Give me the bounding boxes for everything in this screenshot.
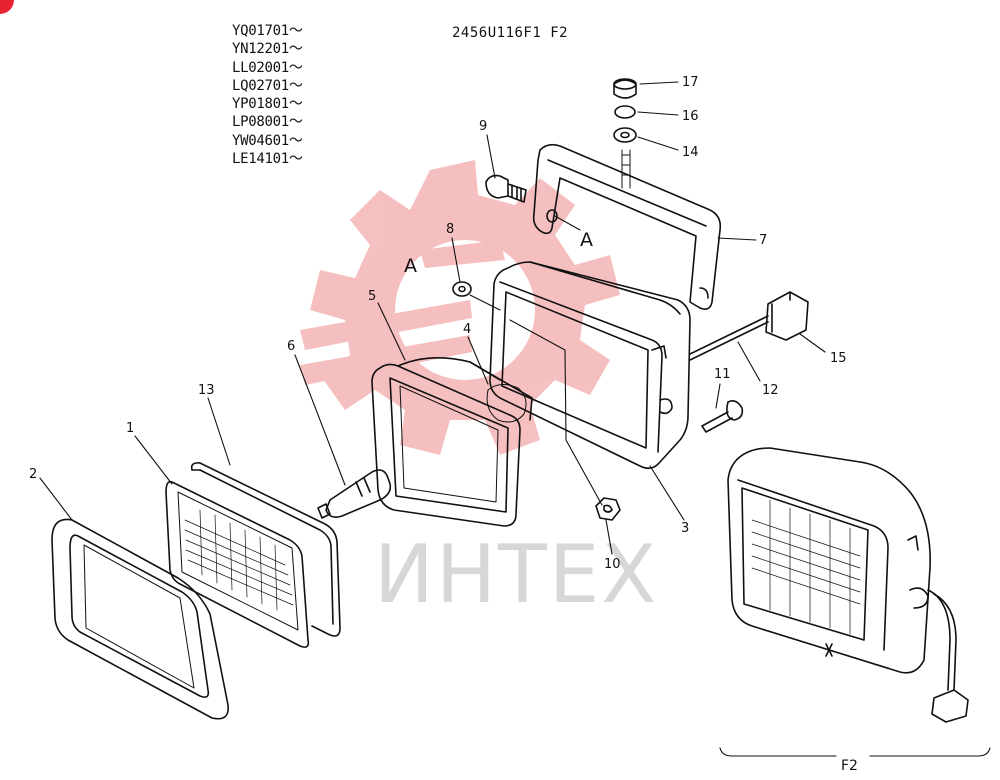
washer xyxy=(620,131,630,139)
callout-16: 16 xyxy=(682,109,699,124)
callout-12: 12 xyxy=(762,383,779,398)
connector xyxy=(765,291,809,341)
variant-label: F2 xyxy=(841,758,858,774)
ref-a-label: A xyxy=(404,255,417,277)
serial-range-list: YQ01701～ YN12201～ LL02001～ LQ02701～ YP01… xyxy=(232,22,303,168)
callout-9: 9 xyxy=(479,119,487,134)
callout-11: 11 xyxy=(714,367,731,382)
assembled-lamp xyxy=(727,447,969,723)
callout-5: 5 xyxy=(368,289,376,304)
serial-range: YP01801～ xyxy=(232,96,303,113)
ref-a-label: A xyxy=(580,229,593,251)
callout-17: 17 xyxy=(682,75,699,90)
callout-labels: 2 1 13 6 5 4 8 9 17 16 14 7 15 12 11 3 1… xyxy=(29,75,858,774)
callout-10: 10 xyxy=(604,557,621,572)
callout-2: 2 xyxy=(29,467,37,482)
lens xyxy=(165,480,310,648)
gear-logo-icon xyxy=(300,160,620,455)
serial-range: YQ01701～ xyxy=(232,23,303,39)
leader-lines xyxy=(39,81,991,757)
bolt xyxy=(485,174,527,203)
nut xyxy=(595,497,621,521)
gasket xyxy=(190,462,341,637)
callout-6: 6 xyxy=(287,339,295,354)
stud xyxy=(621,149,631,189)
nut xyxy=(613,79,637,99)
callout-4: 4 xyxy=(463,322,471,337)
washer xyxy=(452,281,472,297)
cable xyxy=(689,315,769,361)
reflector xyxy=(371,357,533,527)
bezel-frame xyxy=(51,518,229,720)
serial-range: LE14101～ xyxy=(232,151,303,168)
serial-range: YW04601～ xyxy=(232,132,303,149)
bulb xyxy=(317,469,392,519)
callout-15: 15 xyxy=(830,351,847,366)
serial-range: LQ02701～ xyxy=(232,77,303,94)
callout-8: 8 xyxy=(446,222,454,237)
callout-1: 1 xyxy=(126,421,134,436)
serial-range: LP08001～ xyxy=(232,114,303,131)
bracket xyxy=(532,143,722,310)
washer-hole xyxy=(458,285,466,293)
document-code: 2456U116F1 F2 xyxy=(452,25,569,41)
watermark-text: ИНТЕХ xyxy=(374,528,659,621)
spring-washer xyxy=(614,105,636,119)
washer xyxy=(613,127,637,143)
callout-3: 3 xyxy=(681,521,689,536)
housing xyxy=(489,261,691,470)
bolt xyxy=(701,400,744,433)
socket xyxy=(486,384,527,423)
serial-range: YN12201～ xyxy=(232,41,303,58)
callout-13: 13 xyxy=(198,383,215,398)
serial-range: LL02001～ xyxy=(232,59,303,76)
callout-14: 14 xyxy=(682,145,699,160)
callout-7: 7 xyxy=(759,233,767,248)
